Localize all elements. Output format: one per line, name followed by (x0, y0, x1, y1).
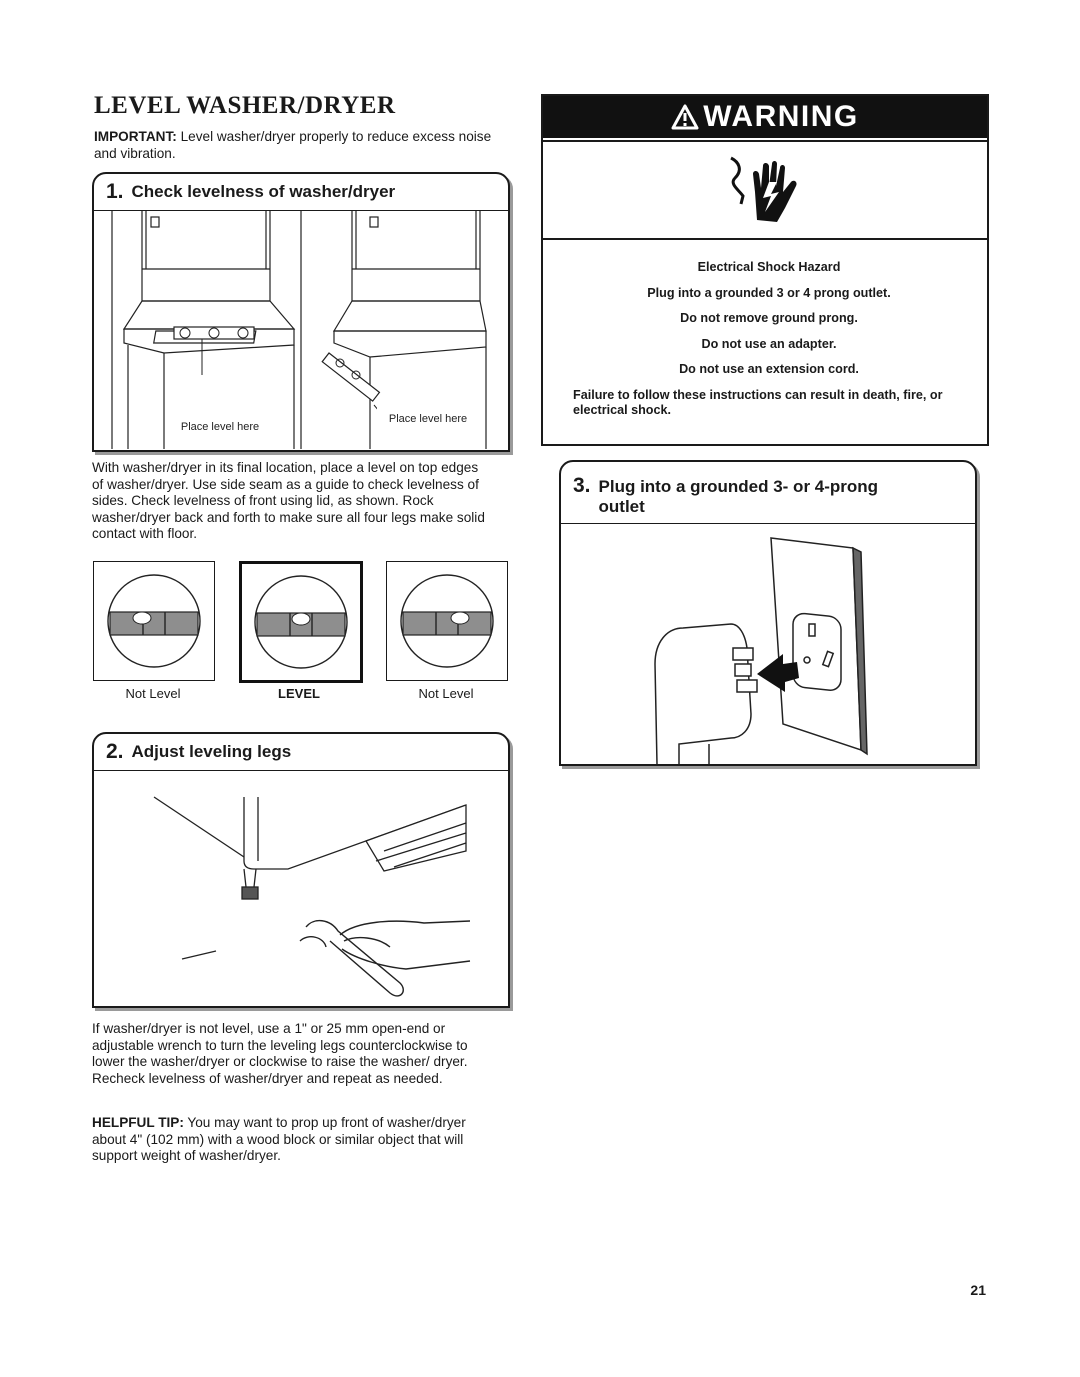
step2-instructions: If washer/dryer is not level, use a 1" o… (92, 1021, 468, 1086)
step1-number: 1. (106, 180, 124, 203)
step2-title: Adjust leveling legs (131, 742, 292, 761)
helpful-tip: HELPFUL TIP: You may want to prop up fro… (92, 1115, 502, 1165)
warning-box: WARNING Electrical Shock Hazard Plug int… (541, 94, 989, 446)
warning-line-hazard: Electrical Shock Hazard (697, 260, 841, 274)
step1-panel: 1. Check levelness of washer/dryer (92, 172, 510, 452)
leveling-leg-wrench-illustration (153, 796, 471, 997)
step3-header: 3. Plug into a grounded 3- or 4-prong ou… (561, 462, 975, 524)
step2-number: 2. (106, 740, 124, 763)
left-level-device (173, 326, 255, 375)
step3-number: 3. (573, 474, 591, 497)
important-note: IMPORTANT: Level washer/dryer properly t… (94, 129, 504, 162)
warning-line-grounded: Plug into a grounded 3 or 4 prong outlet… (647, 285, 891, 300)
level-caption-right: Not Level (418, 686, 474, 701)
warning-line-adapter: Do not use an adapter. (701, 336, 837, 351)
level-indicator-level (239, 561, 363, 683)
helpful-tip-text: You may want to prop up front of washer/… (92, 1115, 466, 1163)
important-label: IMPORTANT: (94, 129, 177, 144)
right-washer-dryer-drawing (332, 211, 487, 449)
warning-line-extension: Do not use an extension cord. (679, 362, 859, 376)
warning-header: WARNING (543, 96, 987, 138)
page-title: LEVEL WASHER/DRYER (94, 92, 396, 119)
step2-panel: 2. Adjust leveling legs (92, 732, 510, 1008)
step1-title: Check levelness of washer/dryer (131, 182, 396, 201)
right-level-device (321, 352, 385, 418)
step3-panel: 3. Plug into a grounded 3- or 4-prong ou… (559, 460, 977, 766)
step3-title: Plug into a grounded 3- or 4-prong outle… (598, 477, 879, 516)
plug-outlet-illustration (654, 537, 868, 765)
level-indicator-not-level-left (93, 561, 215, 681)
important-text: Level washer/dryer properly to reduce ex… (94, 129, 492, 161)
electrical-shock-hand-icon (730, 156, 797, 222)
level-caption-center: LEVEL (278, 686, 320, 701)
level-indicator-not-level-right (386, 561, 508, 681)
helpful-tip-label: HELPFUL TIP: (92, 1115, 184, 1130)
page-number: 21 (970, 1282, 986, 1298)
step1-header: 1. Check levelness of washer/dryer (94, 174, 508, 211)
washer-dryer-levelness-illustration: Place level here Place level here (111, 211, 487, 449)
level-caption-left: Not Level (125, 686, 181, 701)
warning-line-ground-prong: Do not remove ground prong. (680, 311, 858, 325)
step2-header: 2. Adjust leveling legs (94, 734, 508, 771)
warning-text: Electrical Shock Hazard Plug into a grou… (543, 240, 987, 419)
wrench-hand-drawing (299, 920, 471, 997)
step1-instructions: With washer/dryer in its final location,… (92, 460, 485, 541)
callout-right: Place level here (389, 413, 467, 425)
warning-triangle-icon (671, 104, 699, 130)
warning-line-failure: Failure to follow these instructions can… (573, 387, 943, 418)
callout-left: Place level here (181, 421, 259, 433)
warning-title: WARNING (703, 100, 859, 133)
warning-icon-area (543, 140, 987, 240)
